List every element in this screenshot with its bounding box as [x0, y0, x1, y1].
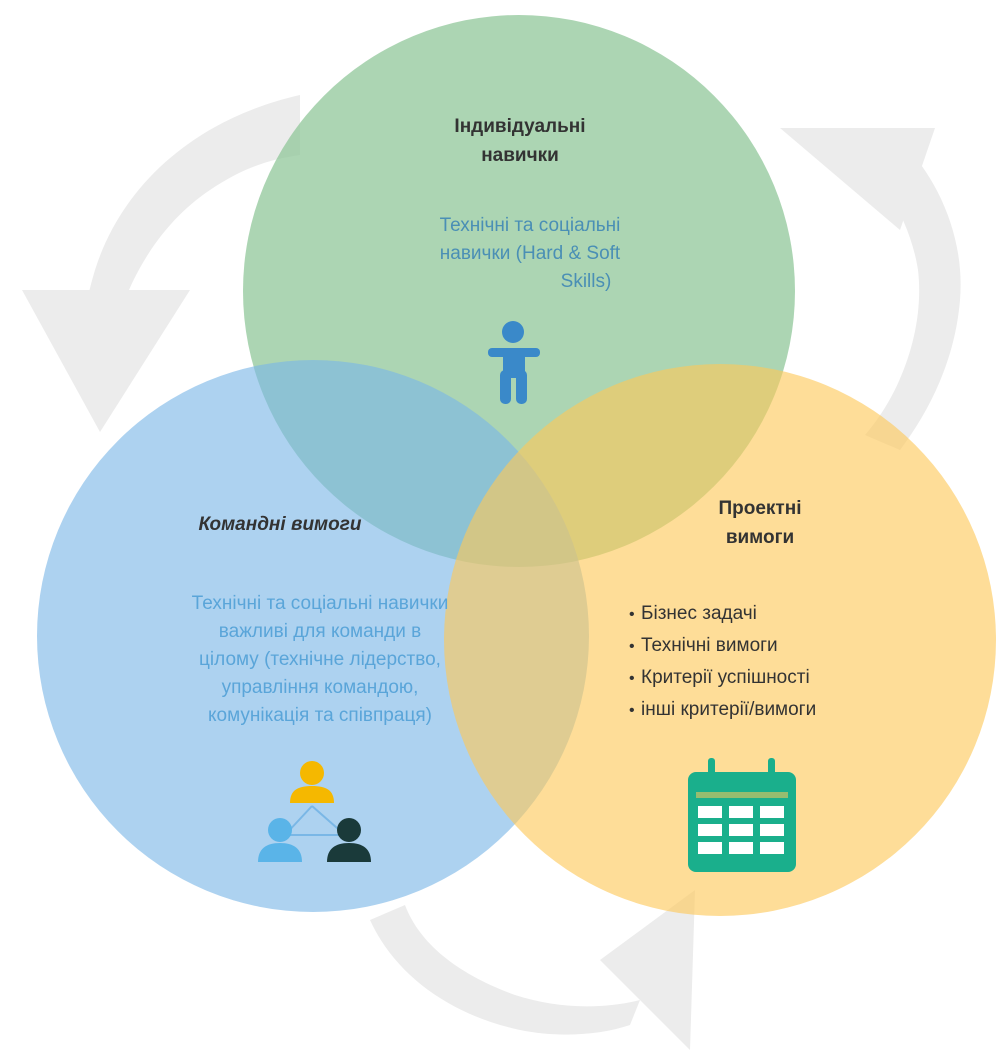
cycle-arrow-right-head [780, 128, 935, 230]
cycle-arrows [22, 95, 961, 1050]
cycle-arrow-bottom [370, 905, 640, 1035]
team-requirements-desc-line-4: управління командою, [221, 677, 419, 698]
cycle-arrow-right [865, 140, 961, 450]
list-item-text: Критерії успішності [641, 667, 810, 688]
team-requirements-description: Технічні та соціальні навички важливі дл… [120, 590, 520, 730]
individual-skills-desc-line-2: навички (Hard & Soft [439, 243, 621, 264]
calendar-icon [688, 758, 796, 872]
team-requirements-desc-line-3: цілому (технічне лідерство, [199, 649, 441, 670]
cycle-arrow-left-head [22, 290, 190, 432]
team-icon [258, 761, 371, 862]
individual-skills-title-line-2: навички [481, 145, 559, 166]
individual-skills-title-line-1: Індивідуальні [454, 116, 586, 137]
project-requirements-title-line-1: Проектні [718, 498, 802, 519]
individual-skills-desc-line-1: Технічні та соціальні [439, 215, 621, 236]
project-requirements-title: Проектні вимоги [660, 494, 860, 552]
list-item-text: Бізнес задачі [641, 603, 757, 624]
cycle-arrow-bottom-head [600, 890, 695, 1050]
project-requirements-title-line-2: вимоги [725, 527, 795, 548]
circle-team-requirements [37, 360, 589, 912]
list-item-text: Технічні вимоги [641, 635, 778, 656]
team-requirements-desc-line-5: комунікація та співпраця) [208, 705, 432, 726]
team-requirements-title: Командні вимоги [198, 514, 362, 535]
list-item-text: інші критерії/вимоги [641, 699, 817, 720]
list-item: інші критерії/вимоги [627, 694, 927, 726]
project-requirements-list: Бізнес задачі Технічні вимоги Критерії у… [627, 598, 927, 726]
individual-skills-title: Індивідуальні навички [400, 112, 640, 170]
list-item: Критерії успішності [627, 662, 927, 694]
individual-skills-description: Технічні та соціальні навички (Hard & So… [390, 212, 670, 296]
team-requirements-desc-line-2: важливі для команди в [218, 621, 422, 642]
list-item: Технічні вимоги [627, 630, 927, 662]
list-item: Бізнес задачі [627, 598, 927, 630]
individual-skills-desc-line-3: Skills) [560, 271, 612, 292]
cycle-arrow-left [81, 95, 300, 355]
person-icon [488, 321, 540, 404]
team-requirements-desc-line-1: Технічні та соціальні навички [191, 593, 449, 614]
